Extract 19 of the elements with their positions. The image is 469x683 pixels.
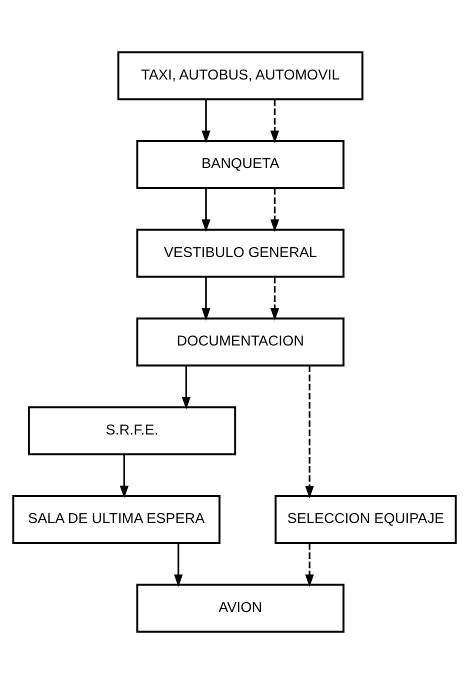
arrow — [182, 365, 191, 409]
arrow — [305, 365, 314, 498]
node-box: SELECCION EQUIPAJE — [274, 494, 457, 544]
node-box: AVION — [136, 583, 344, 632]
node-box: BANQUETA — [136, 140, 344, 188]
node-box: S.R.F.E. — [28, 406, 236, 455]
arrow — [120, 454, 129, 498]
node-box: SALA DE ULTIMA ESPERA — [12, 494, 220, 544]
arrow — [270, 276, 280, 320]
arrow — [270, 99, 280, 143]
arrow — [202, 188, 210, 232]
arrow — [202, 99, 210, 143]
arrow — [174, 542, 183, 586]
node-box: TAXI, AUTOBUS, AUTOMOVIL — [117, 50, 364, 100]
arrow — [305, 542, 314, 586]
arrow — [202, 276, 210, 320]
node-box: VESTIBULO GENERAL — [136, 228, 344, 278]
node-box: DOCUMENTACION — [136, 317, 344, 366]
arrow — [270, 188, 280, 232]
